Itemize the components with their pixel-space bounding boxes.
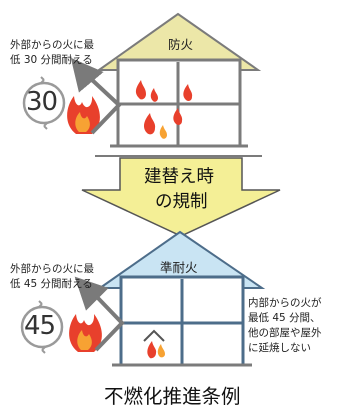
inner-note-line4: に延焼しない <box>248 342 311 354</box>
banner-line1: 建替え時 <box>144 167 214 187</box>
top-side-note-line2: 低 30 分間耐える <box>10 54 93 66</box>
bottom-side-note-line1: 外部からの火に最 <box>10 263 94 275</box>
footer-title: 不燃化推進条例 <box>104 385 241 408</box>
timer-ring-top <box>22 81 66 125</box>
big-flame-icon-bottom <box>69 314 102 352</box>
top-side-note-line1: 外部からの火に最 <box>10 39 94 51</box>
small-flame-icons-top <box>135 80 193 139</box>
top-roof-label: 防火 <box>168 37 194 52</box>
inner-note-line3: 他の部屋や屋外 <box>248 327 322 339</box>
bottom-ring-number: 45 <box>24 311 56 341</box>
bottom-side-note-line2: 低 45 分間耐える <box>10 278 93 290</box>
big-flame-icon-top <box>67 96 100 134</box>
top-ring-number: 30 <box>26 87 58 117</box>
bottom-roof-label: 準耐火 <box>160 260 198 275</box>
bottom-house <box>96 230 266 367</box>
regulation-arrow <box>81 157 281 237</box>
timer-ring-bottom <box>20 305 64 349</box>
inner-note-line2: 最低 45 分間、 <box>248 312 321 324</box>
inner-note-line1: 内部からの火が <box>248 297 322 309</box>
banner-line2: の規制 <box>155 192 208 212</box>
